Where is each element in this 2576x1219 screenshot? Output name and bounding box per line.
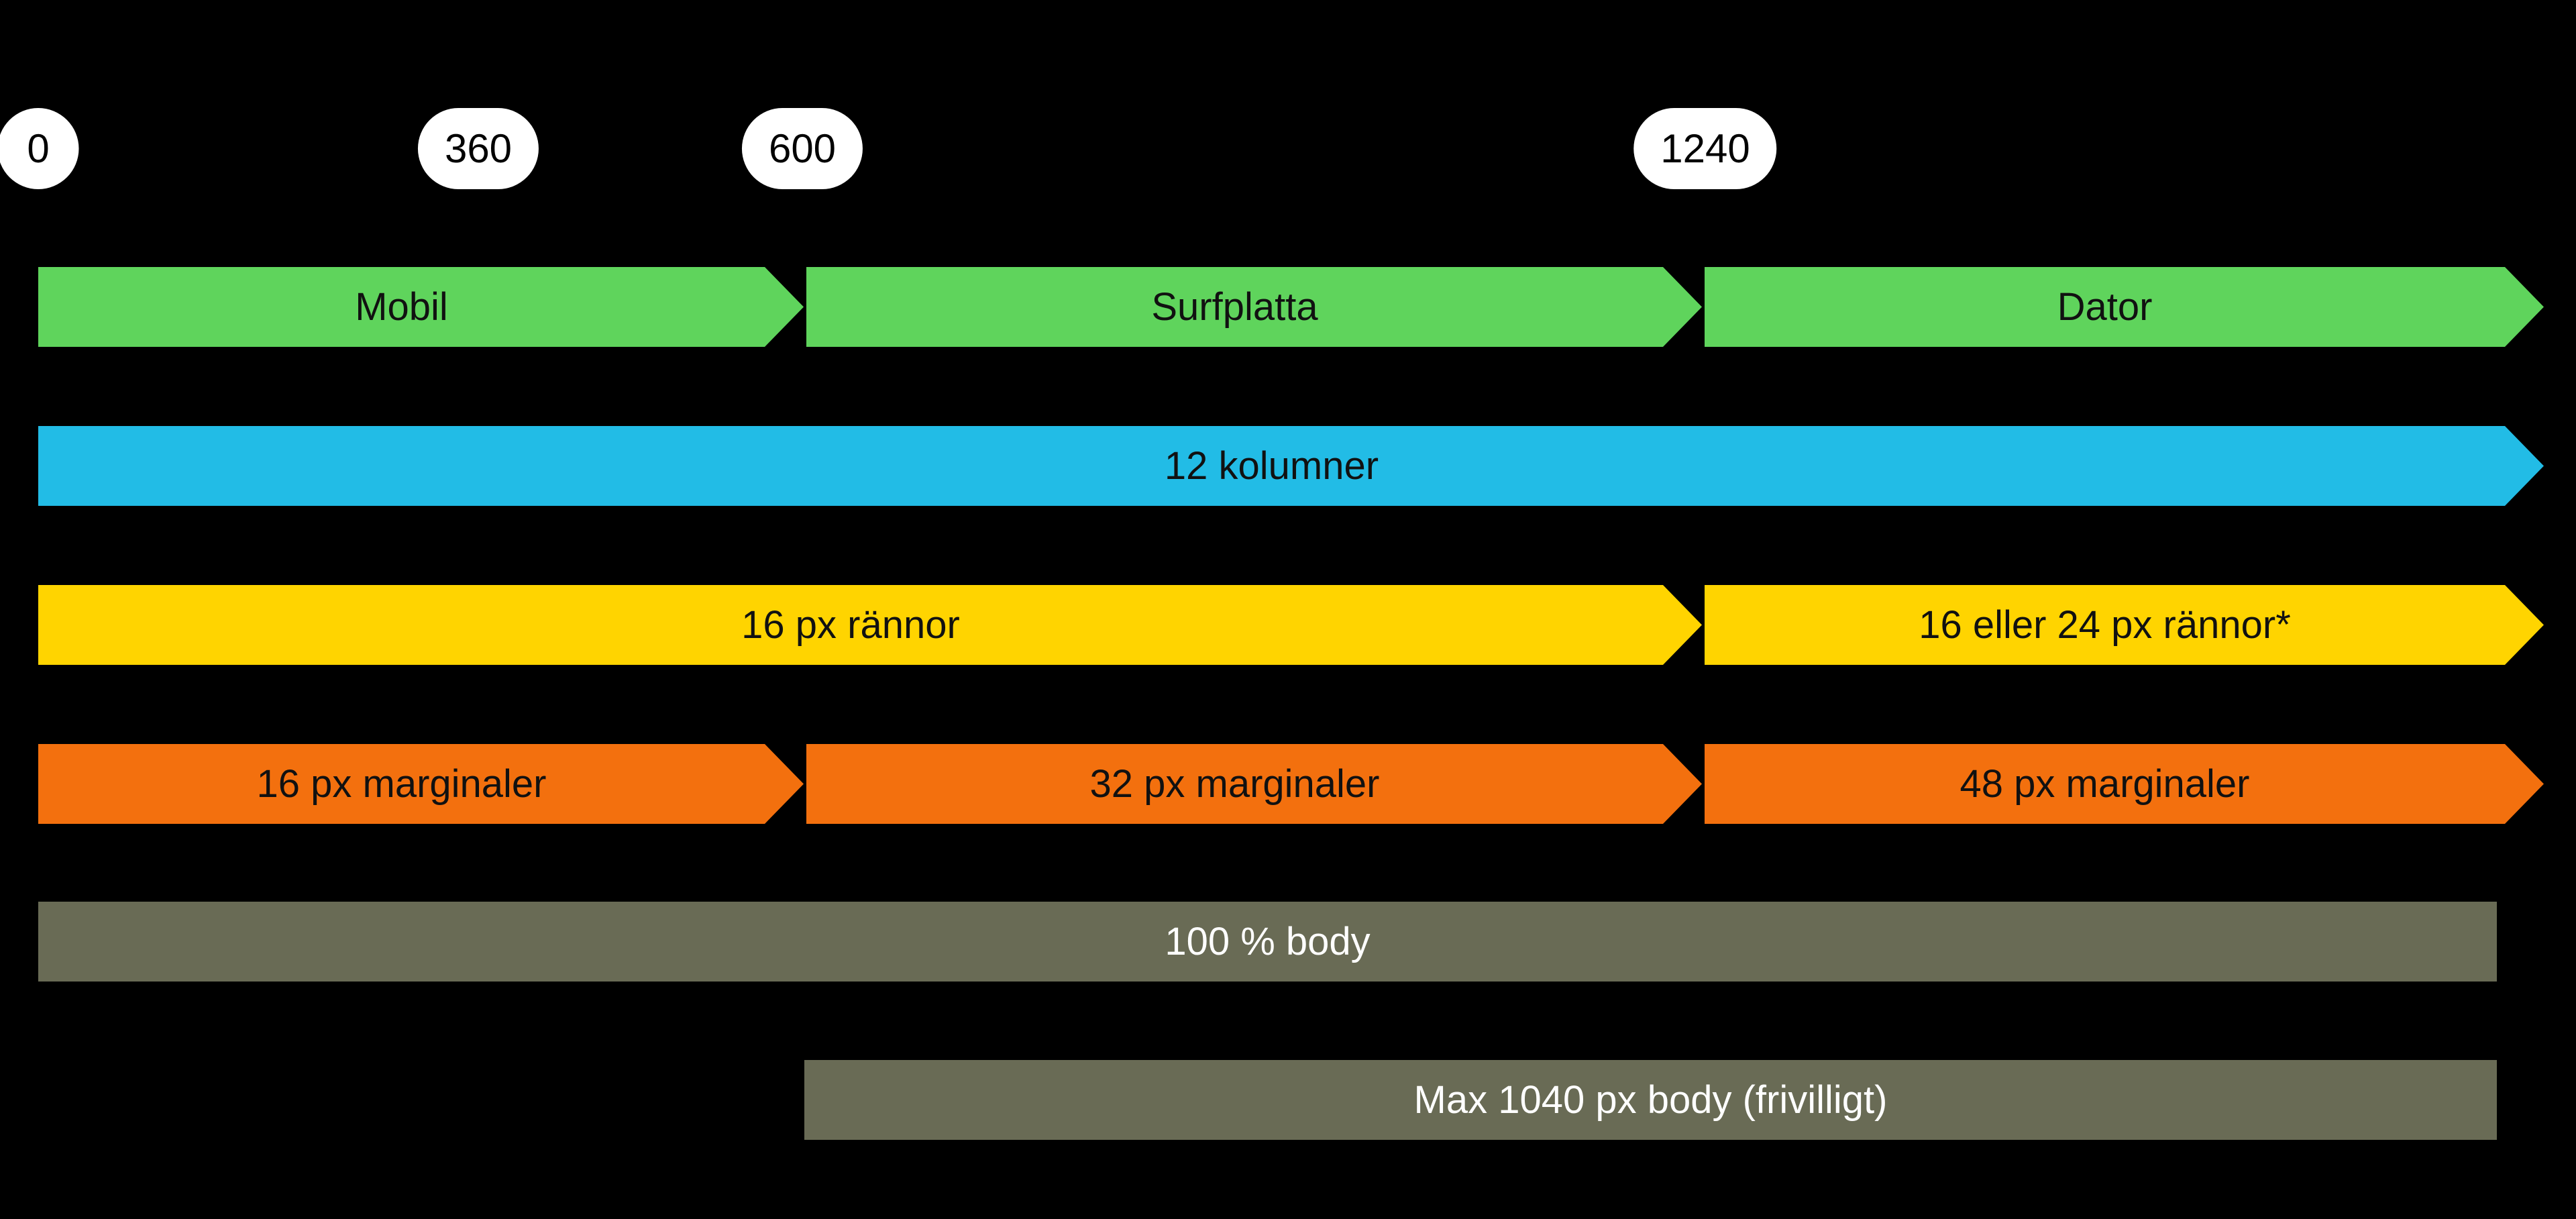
bar-segment-16-eller-24-px-r-nnor: 16 eller 24 px rännor* — [1705, 585, 2544, 665]
bar-segment-dator: Dator — [1705, 267, 2544, 347]
bar-segment-label: 16 eller 24 px rännor* — [1919, 603, 2291, 647]
bar-segment-label: Dator — [2057, 285, 2153, 329]
bar-row-body-max: Max 1040 px body (frivilligt) — [0, 1060, 2576, 1140]
bar-segment-16-px-r-nnor: 16 px rännor — [38, 585, 1702, 665]
bar-segment-label: Mobil — [355, 285, 448, 329]
bar-segment-surfplatta: Surfplatta — [806, 267, 1702, 347]
breakpoint-badge-360: 360 — [417, 108, 539, 189]
bar-segment-48-px-marginaler: 48 px marginaler — [1705, 744, 2544, 824]
bar-row-body-full: 100 % body — [0, 902, 2576, 982]
bar-segment-16-px-marginaler: 16 px marginaler — [38, 744, 804, 824]
bar-segment-label: Max 1040 px body (frivilligt) — [1413, 1078, 1888, 1122]
bar-segment-32-px-marginaler: 32 px marginaler — [806, 744, 1702, 824]
bar-row-devices: Mobil Surfplatta Dator — [0, 267, 2576, 347]
bar-row-columns: 12 kolumner — [0, 426, 2576, 506]
breakpoint-badge-600: 600 — [741, 108, 863, 189]
breakpoint-badge-0: 0 — [0, 108, 79, 189]
bar-segment-100-body: 100 % body — [38, 902, 2497, 982]
bar-segment-max-1040-px-body-frivilligt: Max 1040 px body (frivilligt) — [804, 1060, 2497, 1140]
breakpoint-badge-1240: 1240 — [1633, 108, 1777, 189]
bar-segment-12-kolumner: 12 kolumner — [38, 426, 2544, 506]
bar-segment-label: 32 px marginaler — [1089, 762, 1380, 806]
bar-row-gutters: 16 px rännor 16 eller 24 px rännor* — [0, 585, 2576, 665]
bar-segment-label: 48 px marginaler — [1960, 762, 2250, 806]
bar-segment-label: 16 px rännor — [741, 603, 960, 647]
bar-segment-label: 100 % body — [1165, 920, 1371, 963]
bar-segment-mobil: Mobil — [38, 267, 804, 347]
bar-segment-label: 12 kolumner — [1164, 444, 1379, 488]
bar-row-margins: 16 px marginaler 32 px marginaler 48 px ma… — [0, 744, 2576, 824]
bar-segment-label: 16 px marginaler — [256, 762, 547, 806]
bar-segment-label: Surfplatta — [1151, 285, 1318, 329]
